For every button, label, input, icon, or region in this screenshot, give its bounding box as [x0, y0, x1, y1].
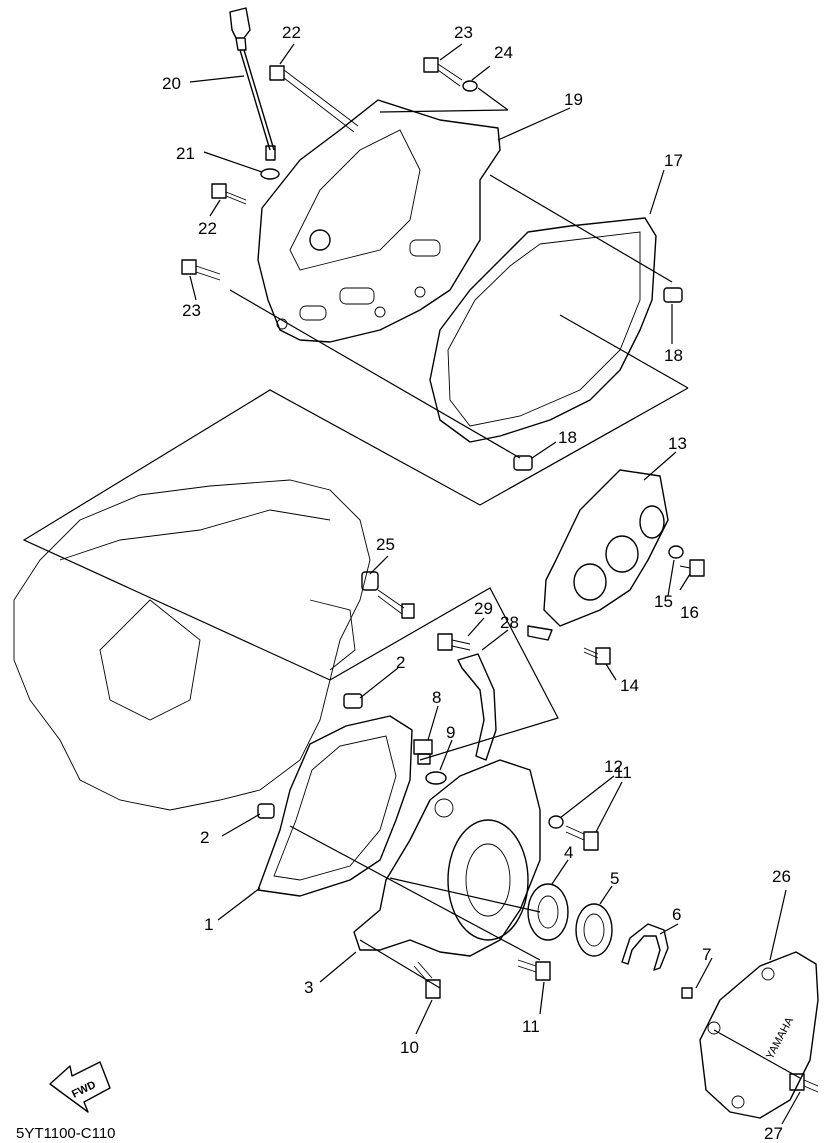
assembly-guide-lines-bottom [289, 587, 801, 1079]
callout-18-lower: 18 [558, 428, 577, 447]
yamaha-logo: YAMAHA [764, 1015, 796, 1062]
washer-12 [548, 815, 564, 829]
callout-16: 16 [680, 603, 699, 622]
callout-22-left: 22 [198, 219, 217, 238]
forward-direction-arrow: FWD [49, 1061, 111, 1113]
gasket-17 [429, 217, 657, 443]
callout-26: 26 [772, 867, 791, 886]
o-ring-9 [425, 771, 447, 785]
callout-6: 6 [672, 905, 682, 924]
engine-crankcase-outline [13, 479, 371, 811]
callout-9: 9 [446, 723, 456, 742]
washer-24 [462, 80, 509, 111]
callout-2-upper: 2 [396, 653, 406, 672]
callout-7: 7 [702, 945, 712, 964]
screw-7 [681, 957, 713, 999]
callout-10: 10 [400, 1038, 419, 1057]
gasket-1 [257, 715, 413, 897]
plug-8 [413, 739, 433, 765]
callout-1: 1 [204, 915, 214, 934]
callout-25: 25 [376, 535, 395, 554]
callout-21: 21 [176, 144, 195, 163]
bolt-25 [361, 571, 415, 619]
crankcase-cover-19 [257, 99, 501, 343]
leader-lines [189, 43, 801, 1125]
crankcase-cover-26: YAMAHA [699, 951, 819, 1119]
callout-5: 5 [610, 869, 620, 888]
callout-4: 4 [564, 843, 574, 862]
diagram-code: 5YT1100-C110 [16, 1125, 116, 1142]
callout-17: 17 [664, 151, 683, 170]
callout-20: 20 [162, 74, 181, 93]
washer-15 [668, 545, 684, 559]
o-ring-21 [260, 168, 280, 180]
oil-dipstick [229, 7, 276, 161]
generator-cover-13 [527, 469, 669, 641]
dowel-pin-18-lower [513, 455, 533, 471]
bolt-22-top [269, 65, 359, 133]
dowel-pin-18-upper [663, 287, 683, 303]
callout-11-upper: 11 [614, 763, 632, 782]
dowel-pin-2-upper [343, 693, 363, 709]
callout-28: 28 [500, 613, 519, 632]
callout-8: 8 [432, 688, 442, 707]
bolt-23-top [423, 57, 463, 87]
dowel-pin-2-lower [257, 803, 275, 819]
guide-plate-28 [457, 653, 497, 761]
callout-29: 29 [474, 599, 493, 618]
callout-23-top: 23 [454, 23, 473, 42]
bolt-16 [679, 559, 705, 577]
bolt-11-upper [565, 825, 599, 851]
callout-22-top: 22 [282, 23, 301, 42]
assembly-guide-lines-top [22, 109, 689, 681]
callout-13: 13 [668, 434, 687, 453]
callout-11-lower: 11 [522, 1017, 540, 1036]
bolt-22-left [211, 183, 247, 205]
bolt-27 [789, 1073, 819, 1093]
callout-3: 3 [304, 978, 314, 997]
callout-18-upper: 18 [664, 346, 683, 365]
callout-15: 15 [654, 592, 673, 611]
callout-23-left: 23 [182, 301, 201, 320]
callout-12: 12 [604, 757, 623, 776]
oil-seal-5 [575, 903, 613, 957]
bolt-23-left [181, 259, 221, 281]
callout-19: 19 [564, 90, 583, 109]
bolt-29 [437, 633, 471, 651]
callout-14: 14 [620, 676, 639, 695]
bearing-4 [527, 883, 569, 941]
callout-2-lower: 2 [200, 828, 210, 847]
callout-27: 27 [764, 1124, 783, 1143]
callout-24: 24 [494, 43, 513, 62]
bolt-14 [583, 647, 611, 665]
crankcase-cover-3 [353, 759, 541, 957]
circlip-6 [621, 923, 669, 971]
bolt-11-lower [517, 959, 551, 981]
